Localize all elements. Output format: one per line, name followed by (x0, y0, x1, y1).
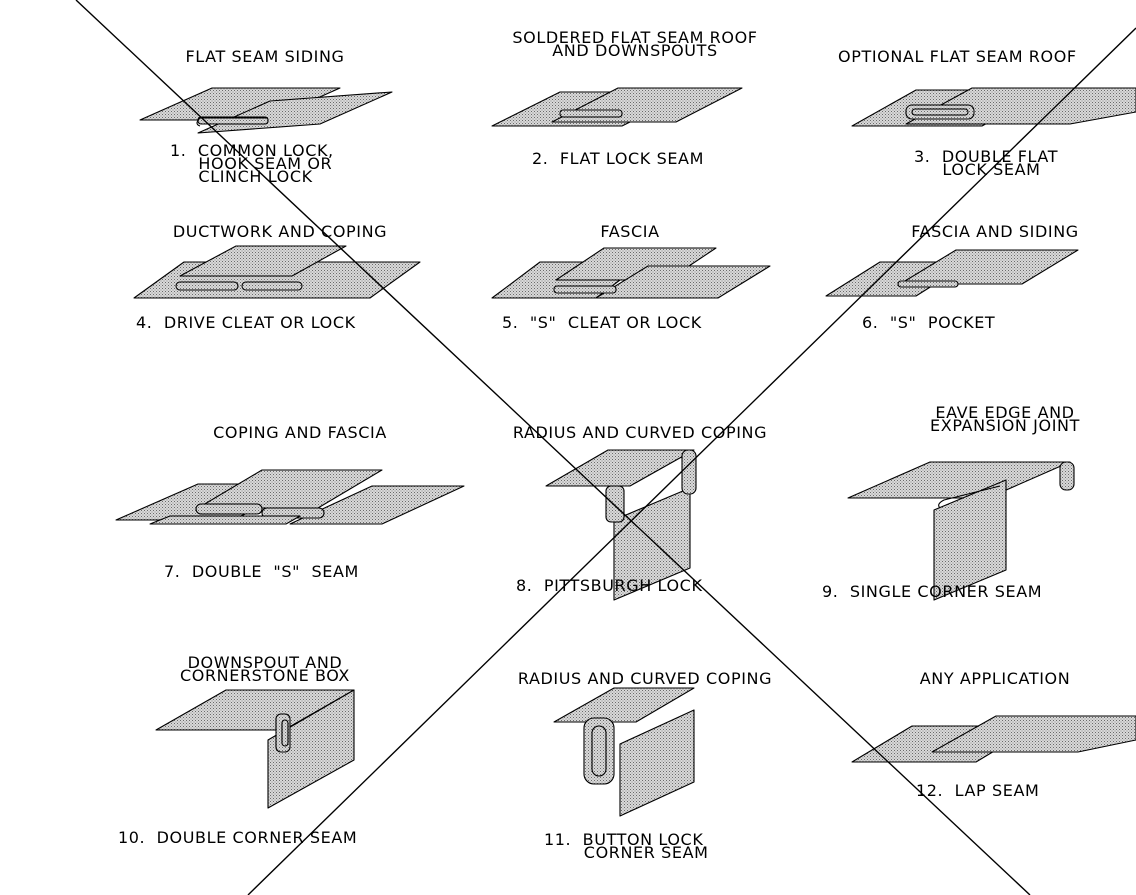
panel-1-caption: 1. COMMON LOCK, HOOK SEAM OR CLINCH LOCK (170, 141, 334, 186)
panel-3-caption: 3. DOUBLE FLAT LOCK SEAM (914, 147, 1059, 179)
panel-9-caption: 9. SINGLE CORNER SEAM (822, 582, 1043, 601)
seam-2-illustration (491, 87, 743, 127)
panel-6-caption: 6. "S" POCKET (862, 313, 996, 332)
panel-10-caption: 10. DOUBLE CORNER SEAM (118, 828, 358, 847)
seam-5-illustration (491, 247, 771, 299)
panel-4-caption: 4. DRIVE CLEAT OR LOCK (136, 313, 356, 332)
panel-12-caption: 12. LAP SEAM (916, 781, 1040, 800)
seam-3-illustration (851, 87, 1136, 127)
panel-4-title: DUCTWORK AND COPING (172, 222, 388, 241)
seam-6-illustration (825, 249, 1079, 297)
panel-11-caption: 11. BUTTON LOCK CORNER SEAM (544, 830, 709, 862)
panel-11-title: RADIUS AND CURVED COPING (517, 669, 773, 688)
panel-8-title: RADIUS AND CURVED COPING (512, 423, 768, 442)
seam-4-illustration (133, 245, 421, 299)
cross-out-lines (75, 0, 1136, 895)
seam-10-illustration (155, 689, 355, 809)
panel-12-title: ANY APPLICATION (919, 669, 1071, 688)
diagonal-line-1 (75, 0, 1031, 895)
diagonal-line-2 (247, 27, 1136, 895)
panel-5-title: FASCIA (600, 222, 660, 241)
panel-8-caption: 8. PITTSBURGH LOCK (516, 576, 703, 595)
seam-7-illustration (115, 469, 465, 525)
panel-5-caption: 5. "S" CLEAT OR LOCK (502, 313, 702, 332)
panel-3-title: OPTIONAL FLAT SEAM ROOF (838, 47, 1077, 66)
panel-6-title: FASCIA AND SIDING (911, 222, 1079, 241)
panel-9-title: EAVE EDGE AND EXPANSION JOINT (930, 403, 1080, 435)
panel-1-title: FLAT SEAM SIDING (185, 47, 345, 66)
seam-8-illustration (545, 449, 697, 601)
panel-7-title: COPING AND FASCIA (213, 423, 387, 442)
panel-7-caption: 7. DOUBLE "S" SEAM (164, 562, 359, 581)
seam-12-illustration (851, 715, 1136, 763)
seam-11-illustration (553, 687, 695, 817)
seam-1-illustration (139, 87, 393, 134)
panel-2-caption: 2. FLAT LOCK SEAM (532, 149, 704, 168)
seam-9-illustration (847, 461, 1075, 601)
panel-2-title: SOLDERED FLAT SEAM ROOF AND DOWNSPOUTS (512, 28, 758, 60)
panel-10-title: DOWNSPOUT AND CORNERSTONE BOX (180, 653, 350, 685)
